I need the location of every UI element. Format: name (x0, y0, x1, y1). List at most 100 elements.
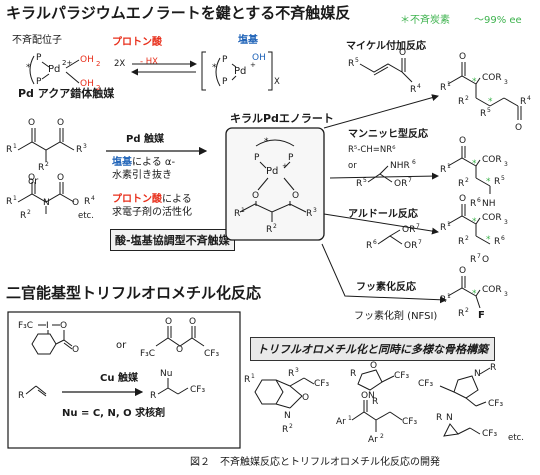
svg-text:R: R (366, 241, 372, 251)
svg-text:COR: COR (482, 285, 502, 295)
svg-text:2: 2 (96, 84, 100, 92)
svg-text:R: R (440, 83, 446, 93)
svg-text:R: R (470, 255, 476, 265)
svg-text:3: 3 (295, 367, 299, 374)
svg-text:P: P (222, 55, 228, 65)
chiral-ligand-label: 不斉配位子 (12, 35, 62, 46)
trifluoromethylation-banner: トリフルオロメチル化と同時に多様な骨格構築 (250, 337, 495, 361)
svg-text:2: 2 (465, 235, 469, 242)
svg-text:R: R (282, 425, 288, 435)
svg-text:O: O (57, 173, 64, 183)
svg-text:1: 1 (447, 81, 451, 88)
svg-text:R: R (494, 237, 500, 247)
svg-text:CF₃: CF₃ (394, 371, 409, 381)
svg-text:O: O (292, 191, 299, 201)
svg-text:O: O (370, 361, 377, 371)
svg-text:7: 7 (408, 177, 412, 184)
svg-text:2: 2 (96, 60, 100, 68)
svg-text:COR: COR (482, 73, 502, 83)
svg-text:7: 7 (477, 253, 481, 260)
svg-text:O: O (399, 48, 406, 58)
svg-text:+: + (250, 61, 256, 69)
etc-label-2: etc. (508, 433, 524, 443)
svg-text:O: O (60, 321, 67, 331)
main-title: キラルパラジウムエノラートを鍵とする不斉触媒反 (6, 4, 351, 22)
svg-text:P: P (288, 153, 294, 163)
svg-text:R: R (306, 209, 312, 219)
svg-text:R: R (440, 295, 446, 305)
svg-text:R: R (436, 413, 442, 423)
svg-text:R: R (38, 163, 44, 173)
svg-text:O: O (57, 118, 64, 128)
svg-text:Pd: Pd (234, 66, 246, 77)
svg-text:6: 6 (373, 239, 377, 246)
svg-text:Pd: Pd (266, 166, 278, 177)
svg-text:2: 2 (465, 95, 469, 102)
aldol-reaction-label: アルドール反応 (348, 209, 418, 220)
chiral-pd-enolate-label: キラルPdエノラート (230, 112, 334, 125)
svg-text:COR: COR (482, 213, 502, 223)
svg-text:OR: OR (402, 225, 415, 235)
svg-text:R: R (458, 97, 464, 107)
svg-text:2: 2 (27, 209, 31, 216)
svg-text:*: * (472, 217, 477, 227)
or-label-1: or (28, 176, 39, 187)
svg-text:3: 3 (313, 207, 317, 214)
svg-text:N: N (43, 198, 50, 208)
oxazoline-product: R O N CF₃ (350, 361, 409, 401)
svg-text:P: P (222, 77, 228, 87)
pd-catalyst-label: Pd 触媒 (126, 134, 164, 145)
svg-text:R: R (494, 177, 500, 187)
svg-text:R: R (440, 165, 446, 175)
svg-text:NH: NH (482, 199, 496, 209)
svg-text:5: 5 (501, 175, 505, 182)
mannich-reagent-label: R⁵-CH=NR⁶ (348, 145, 396, 155)
svg-text:O: O (361, 391, 368, 401)
svg-text:CF₃: CF₃ (418, 379, 433, 389)
svg-text:6: 6 (477, 197, 481, 204)
legend-ee: ～99% ee (474, 15, 522, 26)
svg-text:1: 1 (447, 221, 451, 228)
pyrrolidine-product: N R CF₃ CF₃ (418, 363, 503, 409)
svg-text:R: R (458, 237, 464, 247)
minus-hx-label: - HX (140, 57, 158, 67)
svg-text:OH: OH (252, 53, 266, 63)
svg-text:R: R (84, 197, 90, 207)
trifluoroacetic-anhydride: O O O F₃C CF₃ (140, 317, 219, 359)
or-label-3: or (116, 340, 127, 351)
cu-catalyst-label: Cu 触媒 (100, 373, 138, 384)
svg-text:4: 4 (527, 95, 531, 102)
svg-text:O: O (459, 136, 466, 146)
svg-text:1: 1 (241, 207, 245, 214)
svg-text:O: O (72, 345, 79, 355)
svg-text:R: R (480, 109, 486, 119)
nucleophile-label: Nu = C, N, O 求核剤 (62, 408, 166, 419)
equilibrium-arrows (131, 60, 197, 76)
svg-text:*: * (472, 77, 477, 87)
svg-text:6: 6 (501, 235, 505, 242)
svg-text:R: R (266, 225, 272, 235)
svg-text:CF₃: CF₃ (190, 385, 205, 395)
svg-text:N: N (368, 391, 375, 401)
svg-text:4: 4 (417, 83, 421, 90)
svg-text:Nu: Nu (160, 369, 172, 379)
svg-text:*: * (486, 235, 491, 245)
svg-text:CF₃: CF₃ (402, 417, 417, 427)
svg-text:R: R (234, 209, 240, 219)
svg-text:1: 1 (13, 143, 17, 150)
svg-text:2: 2 (465, 177, 469, 184)
svg-text:2: 2 (289, 423, 293, 430)
svg-text:O: O (176, 345, 183, 355)
pd-aqua-complex: * P P Pd 2+ OH 2 OH 2 (26, 53, 100, 92)
fluorinating-agent-label: フッ素化剤 (NFSI) (354, 311, 438, 322)
etc-label-1: etc. (78, 211, 94, 221)
svg-text:R: R (410, 85, 416, 95)
svg-text:CF₃: CF₃ (204, 349, 219, 359)
